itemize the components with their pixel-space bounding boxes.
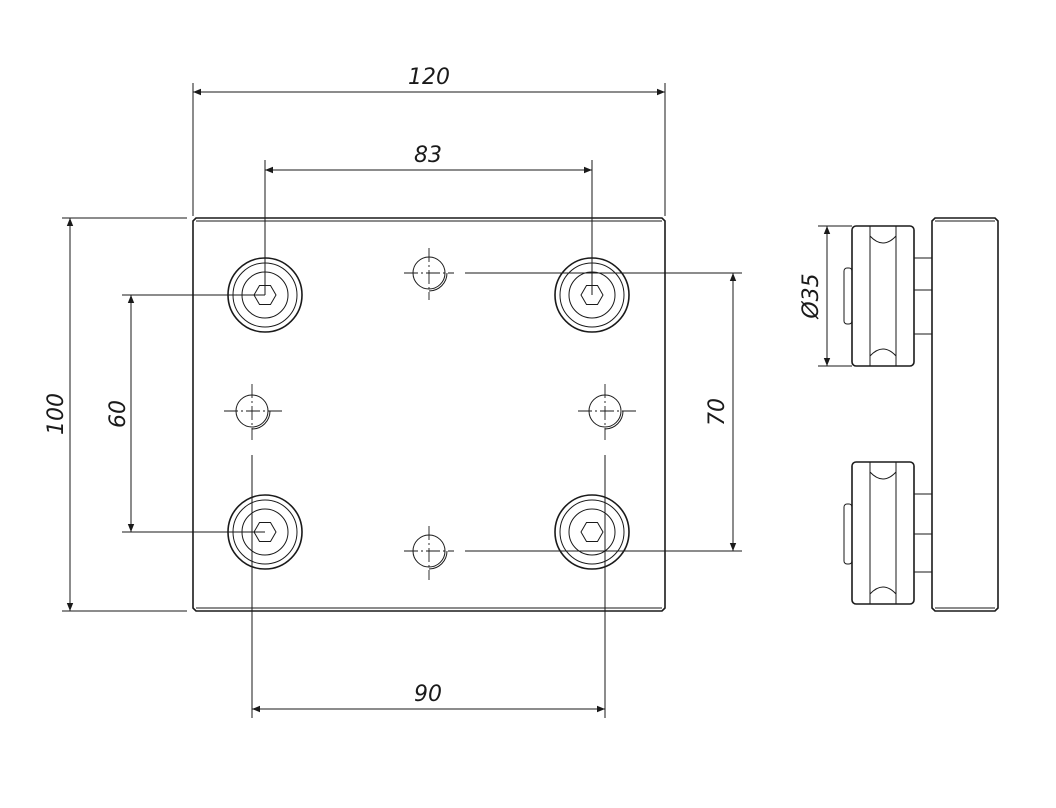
dimension-label-120: 120 [408, 65, 450, 90]
dimension-bolt-spacing-top: 83 [264, 143, 593, 295]
plate-front-view [192, 217, 666, 612]
hex-socket-icon [580, 285, 604, 305]
plate-outline [192, 217, 666, 612]
hex-socket-icon [580, 522, 604, 542]
dimension-bolt-spacing-left: 60 [106, 294, 265, 533]
side-view: Ø35 [799, 217, 999, 612]
dimension-wheel-diameter: Ø35 [799, 225, 852, 367]
dimension-label-60: 60 [106, 400, 131, 428]
dimension-label-diameter: Ø35 [799, 273, 824, 319]
dimension-label-100: 100 [44, 393, 69, 435]
dimension-label-83: 83 [414, 143, 442, 168]
wheel-bottom [843, 461, 933, 605]
dimension-plate-width: 120 [192, 65, 666, 216]
threaded-hole-right [578, 384, 636, 440]
dimension-bolt-spacing-right: 70 [465, 272, 742, 552]
threaded-hole-top [404, 248, 454, 300]
bolt-bottom-right [554, 494, 630, 570]
threaded-hole-bottom [404, 526, 454, 580]
dimension-plate-height: 100 [44, 217, 187, 612]
plate-side-outline [931, 217, 999, 612]
dimension-bolt-spacing-bottom: 90 [251, 455, 606, 718]
dimension-label-70: 70 [705, 398, 730, 426]
wheel-top [843, 225, 933, 367]
threaded-hole-left [224, 384, 282, 440]
dimension-label-90: 90 [414, 682, 442, 707]
